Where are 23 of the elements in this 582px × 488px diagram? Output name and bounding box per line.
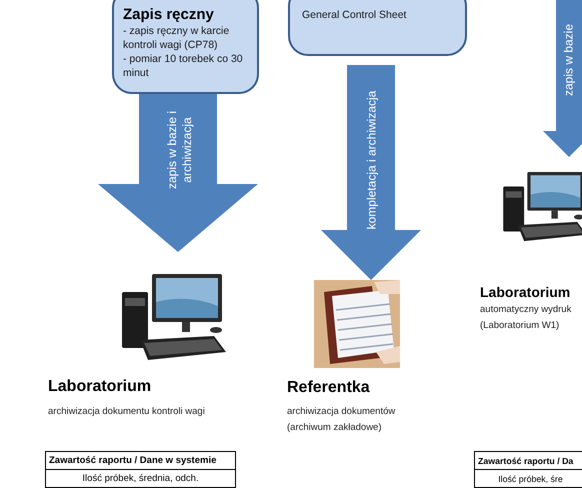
process-box bbox=[112, 0, 259, 94]
table-header-cell: Zawartość raportu / Dane w systemie bbox=[46, 452, 236, 470]
edge-label: zapis w bazie i archiwizacja bbox=[165, 110, 195, 192]
document-folder-drawing bbox=[314, 280, 400, 368]
table-cell: Ilość próbek, średnia, odch. bbox=[46, 470, 236, 488]
edge-label: zapis w bazie bbox=[562, 22, 576, 98]
node-heading: Laboratorium bbox=[480, 284, 570, 300]
block-arrow bbox=[98, 93, 258, 252]
edge-label: kompletacja i archiwizacja bbox=[364, 90, 380, 232]
table-header-cell: Zawartość raportu / Da bbox=[474, 452, 582, 470]
node-description: archiwizacja dokumentów (archiwum zakładowe) bbox=[287, 405, 396, 435]
block-arrow bbox=[543, 0, 582, 157]
block-arrow bbox=[321, 65, 421, 280]
node-heading: Referentka bbox=[287, 379, 370, 397]
box-text: - zapis ręczny w karcie kontroli wagi (CP78) bbox=[123, 24, 230, 52]
table-cell: Ilość próbek, śre bbox=[474, 470, 582, 488]
node-description: automatyczny wydruk (Laboratorium W1) bbox=[480, 303, 572, 333]
node-description: archiwizacja dokumentu kontroli wagi bbox=[48, 405, 206, 419]
box-heading: Zapis ręczny bbox=[123, 6, 215, 23]
box-text: General Control Sheet bbox=[302, 8, 408, 22]
node-heading: Laboratorium bbox=[48, 378, 152, 396]
process-box bbox=[288, 0, 467, 56]
box-text: - pomiar 10 torebek co 30 minut bbox=[123, 52, 244, 80]
